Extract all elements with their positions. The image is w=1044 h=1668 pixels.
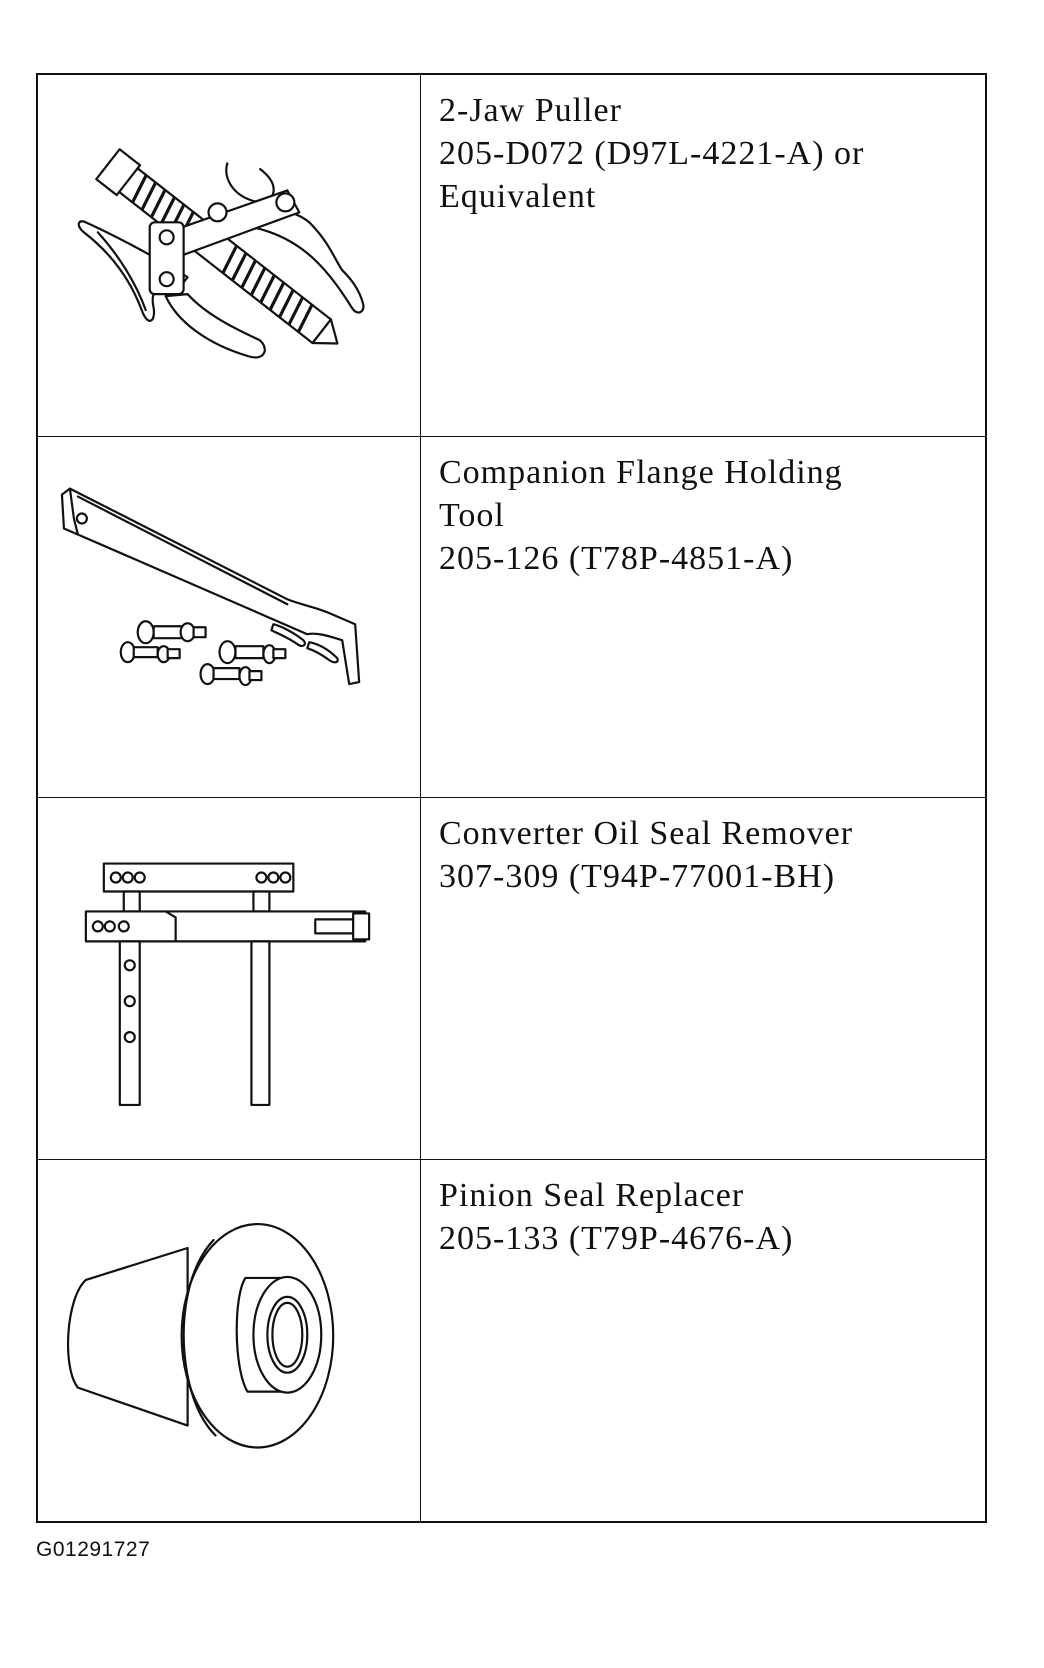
tool-part-number: 205-D072 (D97L-4221-A) or Equivalent (439, 135, 865, 215)
figure-id: G01291727 (36, 1538, 151, 1561)
two-jaw-puller-icon (77, 148, 365, 359)
special-tools-table: 2-Jaw Puller 205-D072 (D97L-4221-A) or E… (36, 73, 987, 1523)
tool-text-cell: 2-Jaw Puller 205-D072 (D97L-4221-A) or E… (421, 75, 985, 436)
tool-name: Companion Flange Holding Tool (439, 453, 843, 534)
tool-row-2-jaw-puller: 2-Jaw Puller 205-D072 (D97L-4221-A) or E… (38, 75, 985, 437)
flange-holding-tool-icon (60, 486, 361, 686)
tool-image-cell (38, 798, 421, 1159)
tool-name: 2-Jaw Puller (439, 92, 622, 129)
tool-row-companion-flange-holding-tool: Companion Flange Holding Tool 205-126 (T… (38, 436, 985, 798)
tool-name: Pinion Seal Replacer (439, 1176, 745, 1214)
tool-part-number: 205-126 (T78P-4851-A) (439, 539, 794, 577)
tool-text-cell: Companion Flange Holding Tool 205-126 (T… (421, 437, 985, 798)
tool-text-cell: Pinion Seal Replacer 205-133 (T79P-4676-… (421, 1160, 985, 1522)
tool-image-cell (38, 436, 421, 797)
tool-image-cell (38, 1159, 421, 1521)
tool-row-pinion-seal-replacer: Pinion Seal Replacer 205-133 (T79P-4676-… (38, 1159, 985, 1522)
tool-image-cell (38, 75, 421, 436)
oil-seal-remover-icon (84, 862, 371, 1107)
tool-row-converter-oil-seal-remover: Converter Oil Seal Remover 307-309 (T94P… (38, 798, 985, 1160)
pinion-seal-replacer-icon (66, 1222, 335, 1449)
tool-name: Converter Oil Seal Remover (439, 815, 854, 852)
tool-text-cell: Converter Oil Seal Remover 307-309 (T94P… (421, 798, 985, 1159)
tool-part-number: 307-309 (T94P-77001-BH) (439, 858, 836, 895)
tool-part-number: 205-133 (T79P-4676-A) (439, 1219, 794, 1257)
